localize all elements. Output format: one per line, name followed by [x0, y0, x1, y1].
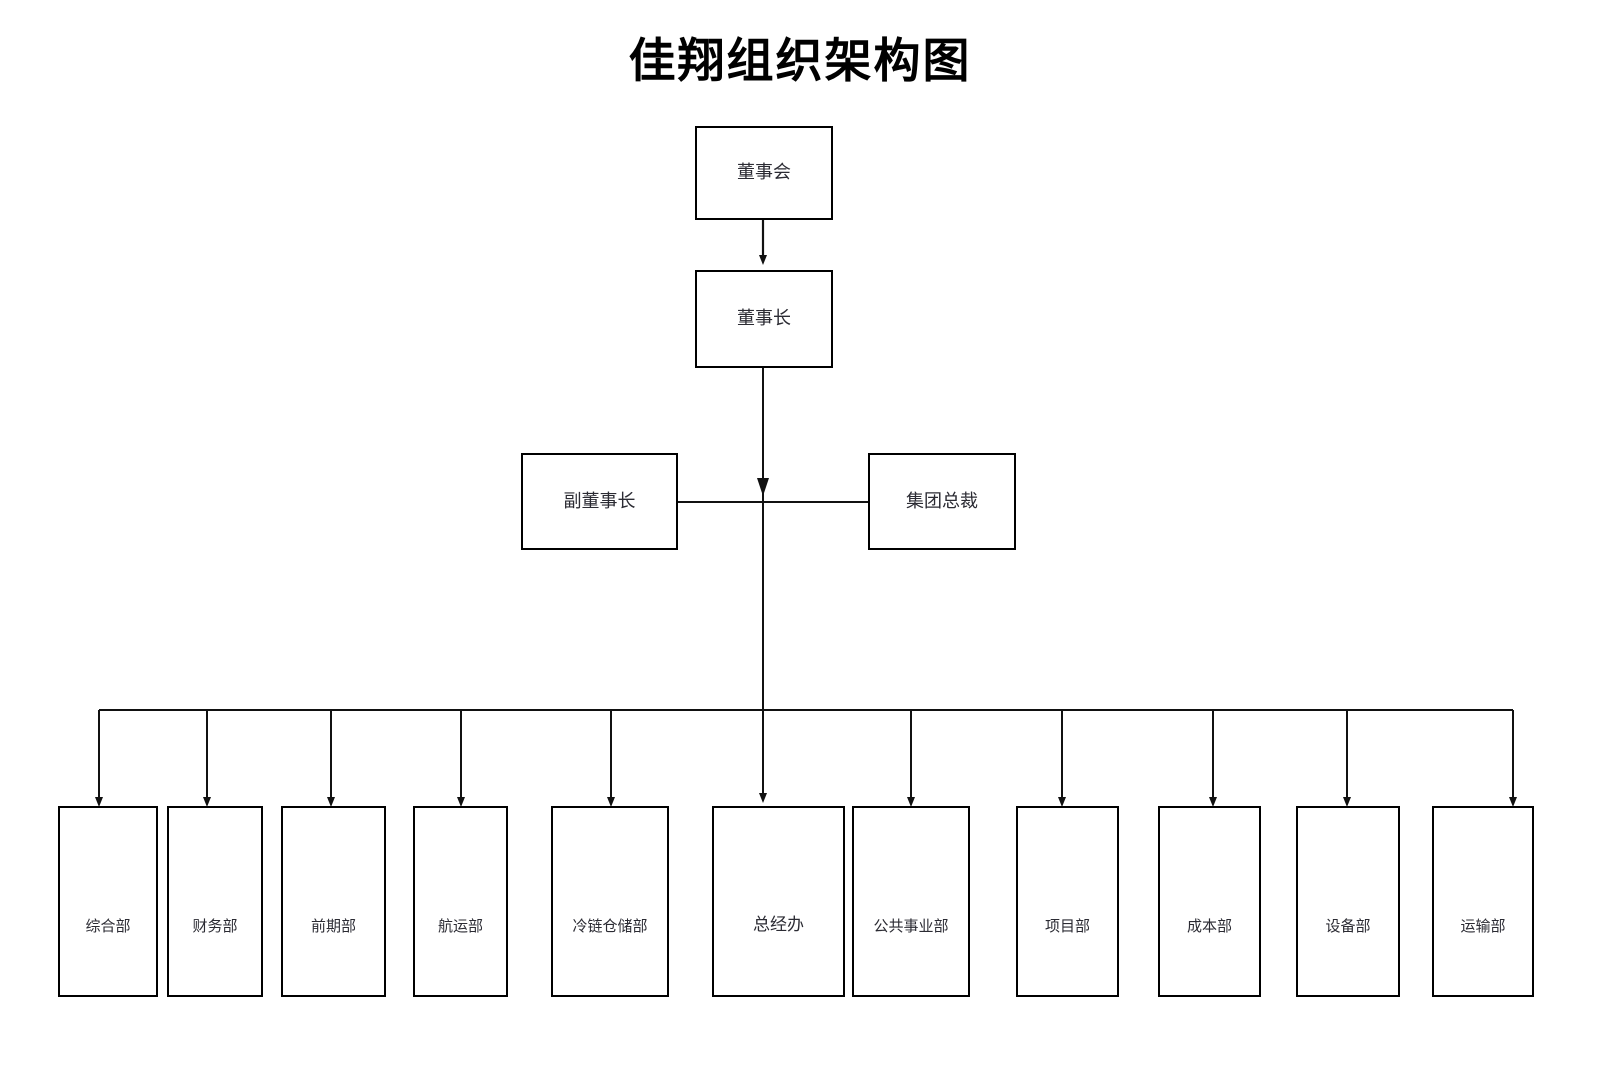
page-title: 佳翔组织架构图: [628, 36, 972, 88]
node-department-label: 航运部: [437, 918, 483, 935]
node-department-label: 成本部: [1186, 918, 1232, 935]
node-board[interactable]: 董事会: [695, 126, 833, 220]
node-department-finance[interactable]: 财务部: [167, 806, 263, 997]
node-group-president[interactable]: 集团总裁: [868, 453, 1016, 550]
edge-midlevel-arrowhead: [757, 478, 769, 496]
node-department-label: 总经办: [753, 915, 804, 935]
node-department-label: 综合部: [85, 918, 131, 935]
node-department-label: 冷链仓储部: [572, 918, 648, 935]
node-board-label: 董事会: [737, 162, 791, 183]
node-department-label: 项目部: [1044, 918, 1090, 935]
node-chairman[interactable]: 董事长: [695, 270, 833, 368]
node-department-general-manager-office[interactable]: 总经办: [712, 806, 845, 997]
node-department-label: 前期部: [310, 918, 356, 935]
node-department-preliminary[interactable]: 前期部: [281, 806, 386, 997]
node-chairman-label: 董事长: [737, 308, 791, 329]
node-department-label: 财务部: [192, 918, 238, 935]
node-department-shipping[interactable]: 航运部: [413, 806, 508, 997]
node-department-cost[interactable]: 成本部: [1158, 806, 1261, 997]
node-department-cold-chain-warehouse[interactable]: 冷链仓储部: [551, 806, 669, 997]
node-department-label: 设备部: [1325, 918, 1371, 935]
node-department-general-affairs[interactable]: 综合部: [58, 806, 158, 997]
node-department-project[interactable]: 项目部: [1016, 806, 1119, 997]
node-department-public-utilities[interactable]: 公共事业部: [852, 806, 970, 997]
node-department-equipment[interactable]: 设备部: [1296, 806, 1400, 997]
node-vice-chairman-label: 副董事长: [563, 490, 636, 511]
node-department-transport[interactable]: 运输部: [1432, 806, 1534, 997]
node-vice-chairman[interactable]: 副董事长: [521, 453, 678, 550]
node-group-president-label: 集团总裁: [906, 490, 978, 511]
node-department-label: 运输部: [1460, 918, 1506, 935]
node-department-label: 公共事业部: [873, 918, 949, 935]
